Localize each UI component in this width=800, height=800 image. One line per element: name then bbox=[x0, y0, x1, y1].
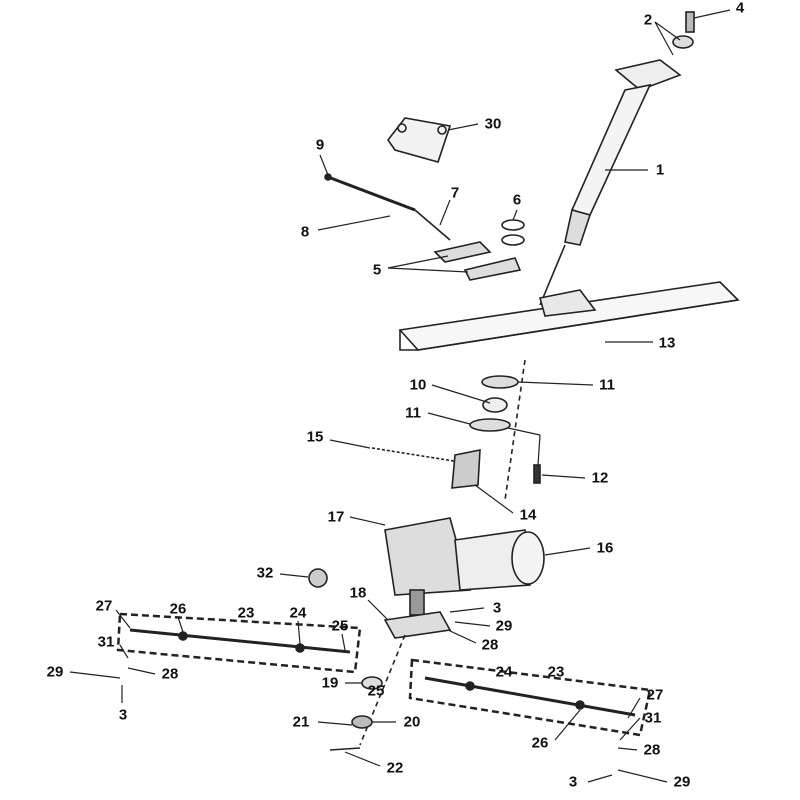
callout-28: 28 bbox=[643, 741, 661, 759]
callout-4: 4 bbox=[735, 0, 745, 17]
callout-25: 25 bbox=[331, 617, 349, 635]
callout-29: 29 bbox=[495, 617, 513, 635]
tie-rod-right bbox=[408, 658, 652, 737]
callout-7: 7 bbox=[450, 184, 460, 202]
callout-3: 3 bbox=[118, 706, 128, 724]
callout-12: 12 bbox=[591, 469, 609, 487]
leader-lines bbox=[69, 9, 731, 783]
bearing-10 bbox=[482, 397, 508, 413]
callout-19: 19 bbox=[321, 674, 339, 692]
callout-22: 22 bbox=[386, 759, 404, 777]
callout-14: 14 bbox=[519, 506, 537, 524]
callout-27: 27 bbox=[646, 686, 664, 704]
callout-28: 28 bbox=[161, 665, 179, 683]
cotter-22 bbox=[329, 747, 361, 751]
callout-26: 26 bbox=[169, 600, 187, 618]
callout-21: 21 bbox=[292, 713, 310, 731]
callout-29: 29 bbox=[673, 773, 691, 791]
bolt-15 bbox=[371, 447, 461, 463]
callout-27: 27 bbox=[95, 597, 113, 615]
o-ring-6 bbox=[501, 219, 525, 246]
callout-24: 24 bbox=[289, 604, 307, 622]
clamp-5 bbox=[433, 241, 522, 281]
bolt-12 bbox=[533, 464, 541, 484]
callout-10: 10 bbox=[409, 376, 427, 394]
callout-24: 24 bbox=[495, 663, 513, 681]
callout-26: 26 bbox=[531, 734, 549, 752]
cable-assembly bbox=[324, 173, 451, 241]
callout-16: 16 bbox=[596, 539, 614, 557]
callout-31: 31 bbox=[97, 633, 115, 651]
callout-23: 23 bbox=[237, 604, 255, 622]
callout-8: 8 bbox=[300, 223, 310, 241]
callout-18: 18 bbox=[349, 584, 367, 602]
callout-31: 31 bbox=[644, 709, 662, 727]
callout-32: 32 bbox=[256, 564, 274, 582]
pitman-arm-18 bbox=[383, 611, 452, 639]
callout-30: 30 bbox=[484, 115, 502, 133]
tie-rod-left bbox=[116, 612, 362, 674]
callout-20: 20 bbox=[403, 713, 421, 731]
callout-5: 5 bbox=[372, 261, 382, 279]
callout-3: 3 bbox=[568, 773, 578, 791]
callout-23: 23 bbox=[547, 663, 565, 681]
bolt-4 bbox=[685, 11, 695, 33]
callout-28: 28 bbox=[481, 636, 499, 654]
seal-11 bbox=[469, 375, 519, 432]
callout-6: 6 bbox=[512, 191, 522, 209]
callout-11: 11 bbox=[405, 404, 421, 422]
callout-11: 11 bbox=[599, 376, 615, 394]
callout-29: 29 bbox=[46, 663, 64, 681]
callout-13: 13 bbox=[658, 334, 676, 352]
callout-17: 17 bbox=[327, 508, 345, 526]
nut-32 bbox=[308, 568, 328, 588]
bracket-30 bbox=[387, 117, 452, 163]
nut-20 bbox=[351, 715, 373, 729]
callout-15: 15 bbox=[306, 428, 324, 446]
steering-gearbox-16 bbox=[384, 517, 545, 616]
frame-beam bbox=[398, 281, 740, 351]
callout-2: 2 bbox=[643, 11, 653, 29]
callout-1: 1 bbox=[655, 161, 665, 179]
steering-column bbox=[539, 59, 682, 306]
callout-3: 3 bbox=[492, 599, 502, 617]
callout-25: 25 bbox=[367, 682, 385, 700]
callout-9: 9 bbox=[315, 136, 325, 154]
coupling-14 bbox=[451, 449, 481, 489]
